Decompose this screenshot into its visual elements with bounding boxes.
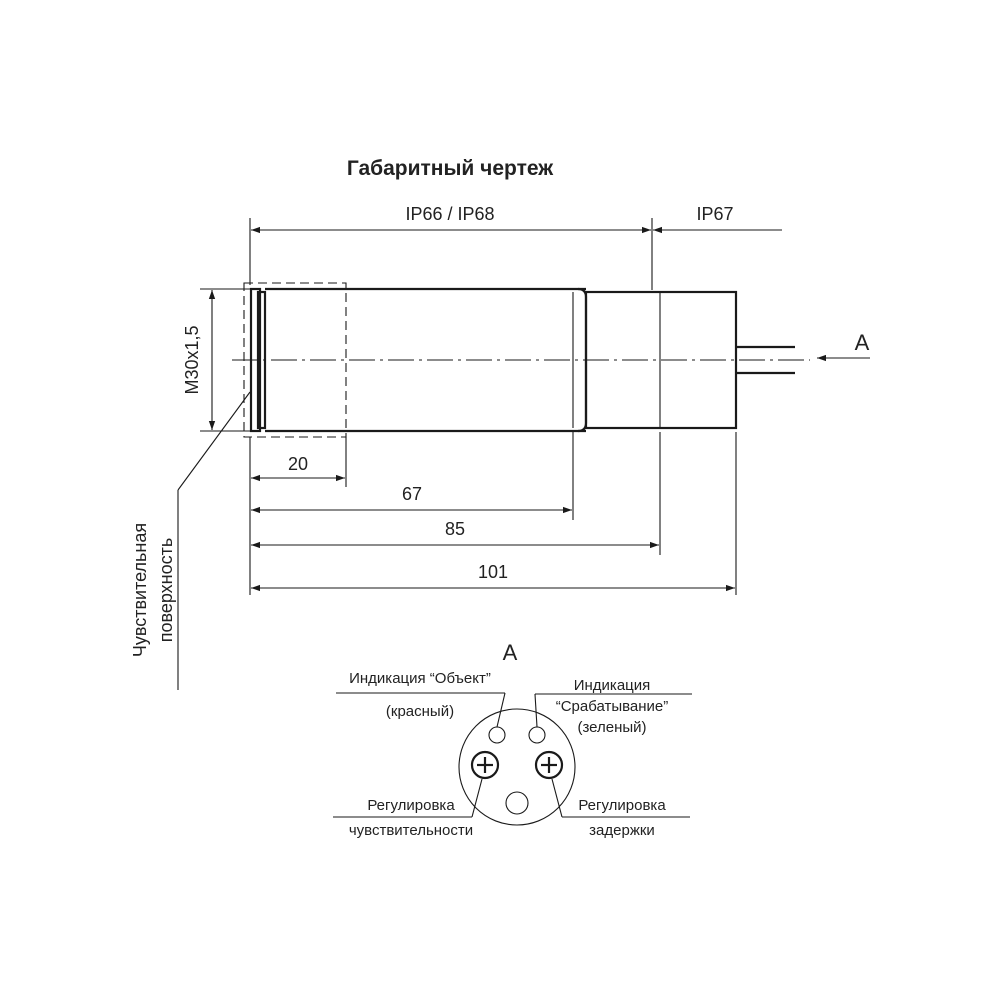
object-led-hole: [488, 726, 506, 744]
delay-adjust-line2: задержки: [589, 822, 655, 839]
view-a-arrow: A: [817, 330, 870, 362]
dim-20-label: 20: [288, 454, 308, 474]
view-a: A Индикация “Объект” (красный) Индикация…: [333, 640, 692, 839]
delay-adjuster: [534, 750, 564, 780]
sensitivity-adjust-line2: чувствительности: [349, 822, 473, 839]
object-indicator-line1: Индикация “Объект”: [349, 670, 491, 687]
ip-front-label: IP66 / IP68: [405, 204, 494, 224]
trigger-indicator-line3: (зеленый): [577, 719, 646, 736]
thread-label: M30x1,5: [182, 325, 202, 394]
sensitivity-adjuster: [470, 750, 500, 780]
bottom-hole: [505, 791, 529, 815]
sensing-surface-line1: Чувствительная: [130, 523, 150, 657]
trigger-indicator-line1: Индикация: [574, 677, 651, 694]
sensing-surface-line2: поверхность: [156, 538, 176, 643]
object-indicator-line2: (красный): [386, 703, 454, 720]
view-a-arrow-label: A: [855, 330, 870, 355]
sensor-body: [232, 282, 810, 438]
dim-85-label: 85: [445, 519, 465, 539]
drawing-title: Габаритный чертеж: [347, 157, 554, 180]
protection-dimension: IP66 / IP68 IP67: [249, 204, 782, 290]
dim-67-label: 67: [402, 484, 422, 504]
thread-dimension: M30x1,5: [182, 288, 250, 432]
sensing-surface-callout: Чувствительная поверхность: [130, 391, 251, 690]
sensitivity-adjust-line1: Регулировка: [367, 797, 455, 814]
delay-adjust-line1: Регулировка: [578, 797, 666, 814]
dim-101-label: 101: [478, 562, 508, 582]
length-dimensions: 20 67 85 101: [249, 432, 737, 595]
trigger-indicator-line2: “Срабатывание”: [556, 698, 669, 715]
view-a-heading: A: [503, 640, 518, 665]
ip-rear-label: IP67: [696, 204, 733, 224]
trigger-led-hole: [528, 726, 546, 744]
